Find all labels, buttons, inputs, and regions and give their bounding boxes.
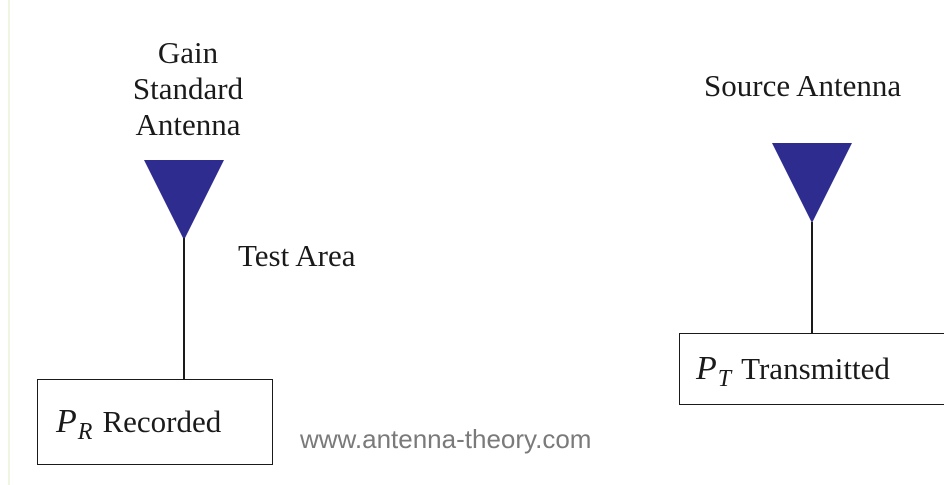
gain-antenna-feed-line [183,238,185,380]
gain-standard-antenna-label: Gain Standard Antenna [108,35,268,143]
recorded-text: Recorded [102,404,222,439]
source-antenna-label: Source Antenna [704,68,902,103]
gain-label-line-3: Antenna [135,107,241,142]
gain-label-line-1: Gain [157,35,219,70]
gain-label-line-2: Standard [132,71,244,106]
watermark-url: www.antenna-theory.com [300,424,592,454]
power-symbol: P [696,350,717,387]
source-antenna-feed-line [811,222,813,334]
transmitted-text: Transmitted [741,351,890,386]
test-area-label: Test Area [238,238,356,273]
source-antenna-icon [772,143,852,223]
power-symbol: P [56,403,77,440]
power-subscript: R [77,418,93,445]
power-subscript: T [717,365,732,392]
gain-standard-antenna-icon [144,160,224,240]
left-edge-rule [8,0,10,485]
